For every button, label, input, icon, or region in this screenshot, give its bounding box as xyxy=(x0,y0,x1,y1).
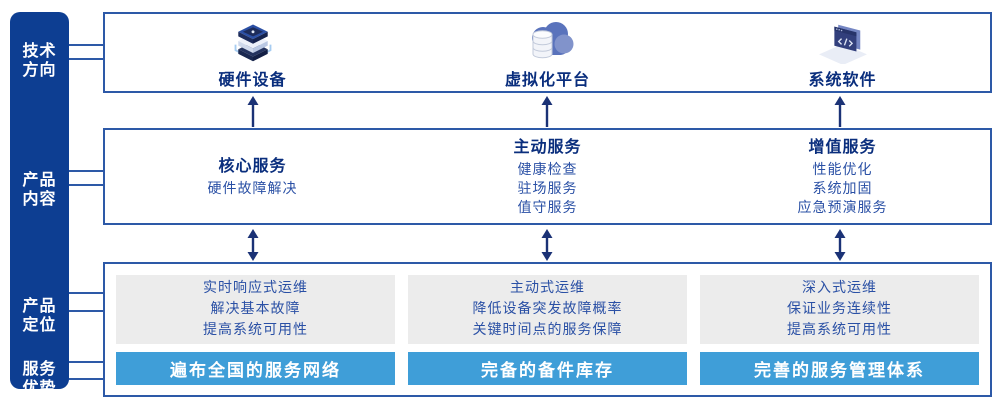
arrow-up-icon xyxy=(247,96,259,127)
connector-line xyxy=(69,310,103,312)
service-column-value-added: 增值服务 性能优化 系统加固 应急预演服务 xyxy=(695,130,990,223)
service-column-title: 主动服务 xyxy=(513,136,582,156)
service-item: 系统加固 xyxy=(812,180,873,197)
arrow-double-vertical-icon xyxy=(541,229,553,261)
sidebar-label-tech-direction: 技术 方向 xyxy=(10,41,69,79)
positioning-point: 提高系统可用性 xyxy=(787,322,892,339)
arrow-up-icon xyxy=(541,96,553,127)
sidebar-label-line: 服务 xyxy=(22,359,57,378)
connector-line xyxy=(69,44,103,46)
positioning-point: 提高系统可用性 xyxy=(203,322,308,339)
service-column-title: 核心服务 xyxy=(218,155,287,175)
arrow-double-vertical-icon xyxy=(834,229,846,261)
product-positioning-box: 实时响应式运维 解决基本故障 提高系统可用性 遍布全国的服务网络 主动式运维 降… xyxy=(103,262,992,397)
product-content-box: 核心服务 硬件故障解决 主动服务 健康检查 驻场服务 值守服务 增值服务 性能优… xyxy=(103,128,992,225)
code-window-icon xyxy=(815,18,871,68)
sidebar-label-line: 产品 xyxy=(22,170,57,189)
arrow-up-icon xyxy=(834,96,846,127)
advantage-bar: 遍布全国的服务网络 xyxy=(116,352,395,385)
service-item: 值守服务 xyxy=(517,199,578,216)
tech-item-hardware: 硬件设备 xyxy=(105,14,400,91)
connector-line xyxy=(69,58,103,60)
cloud-database-icon xyxy=(520,18,576,68)
service-column-title: 增值服务 xyxy=(808,136,877,156)
arrow-double-vertical-icon xyxy=(247,229,259,261)
service-item: 性能优化 xyxy=(812,161,873,178)
service-column-proactive: 主动服务 健康检查 驻场服务 值守服务 xyxy=(400,130,695,223)
service-item: 应急预演服务 xyxy=(797,199,888,216)
sidebar-label-line: 方向 xyxy=(22,60,57,79)
advantage-bar: 完备的备件库存 xyxy=(408,352,687,385)
connector-line xyxy=(69,378,103,380)
tech-item-label: 系统软件 xyxy=(808,70,877,89)
tech-item-system-software: 系统软件 xyxy=(695,14,990,91)
positioning-panel: 主动式运维 降低设备突发故障概率 关键时间点的服务保障 xyxy=(408,275,687,345)
server-stack-icon xyxy=(227,18,279,68)
connector-line xyxy=(69,361,103,363)
positioning-panel: 实时响应式运维 解决基本故障 提高系统可用性 xyxy=(116,275,395,345)
positioning-point: 关键时间点的服务保障 xyxy=(472,322,623,339)
positioning-point: 深入式运维 xyxy=(802,280,877,297)
sidebar-label-line: 内容 xyxy=(22,189,57,208)
positioning-column-deep: 深入式运维 保证业务连续性 提高系统可用性 完善的服务管理体系 xyxy=(700,275,979,385)
positioning-point: 降低设备突发故障概率 xyxy=(472,301,623,318)
positioning-point: 实时响应式运维 xyxy=(203,280,308,297)
positioning-column-realtime: 实时响应式运维 解决基本故障 提高系统可用性 遍布全国的服务网络 xyxy=(116,275,395,385)
connector-line xyxy=(69,292,103,294)
sidebar-label-product-positioning: 产品 定位 xyxy=(10,296,69,334)
service-item: 健康检查 xyxy=(517,161,578,178)
tech-item-label: 虚拟化平台 xyxy=(504,70,590,89)
connector-line xyxy=(69,170,103,172)
positioning-point: 主动式运维 xyxy=(510,280,585,297)
positioning-point: 保证业务连续性 xyxy=(787,301,892,318)
service-column-core: 核心服务 硬件故障解决 xyxy=(105,130,400,223)
sidebar-label-product-content: 产品 内容 xyxy=(10,170,69,208)
positioning-column-proactive: 主动式运维 降低设备突发故障概率 关键时间点的服务保障 完备的备件库存 xyxy=(408,275,687,385)
service-item: 驻场服务 xyxy=(517,180,578,197)
connector-line xyxy=(69,184,103,186)
sidebar-label-line: 技术 xyxy=(22,41,57,60)
positioning-point: 解决基本故障 xyxy=(210,301,301,318)
sidebar-label-service-advantage: 服务 优势 xyxy=(10,359,69,397)
sidebar-label-line: 优势 xyxy=(22,378,57,397)
tech-item-virtualization: 虚拟化平台 xyxy=(400,14,695,91)
sidebar-label-line: 定位 xyxy=(22,315,57,334)
advantage-bar: 完善的服务管理体系 xyxy=(700,352,979,385)
category-sidebar: 技术 方向 产品 内容 产品 定位 服务 优势 xyxy=(10,12,69,397)
sidebar-label-line: 产品 xyxy=(22,296,57,315)
service-item: 硬件故障解决 xyxy=(207,180,298,197)
positioning-panel: 深入式运维 保证业务连续性 提高系统可用性 xyxy=(700,275,979,345)
tech-item-label: 硬件设备 xyxy=(218,70,287,89)
tech-direction-box: 硬件设备 虚拟化平台 xyxy=(103,12,992,93)
